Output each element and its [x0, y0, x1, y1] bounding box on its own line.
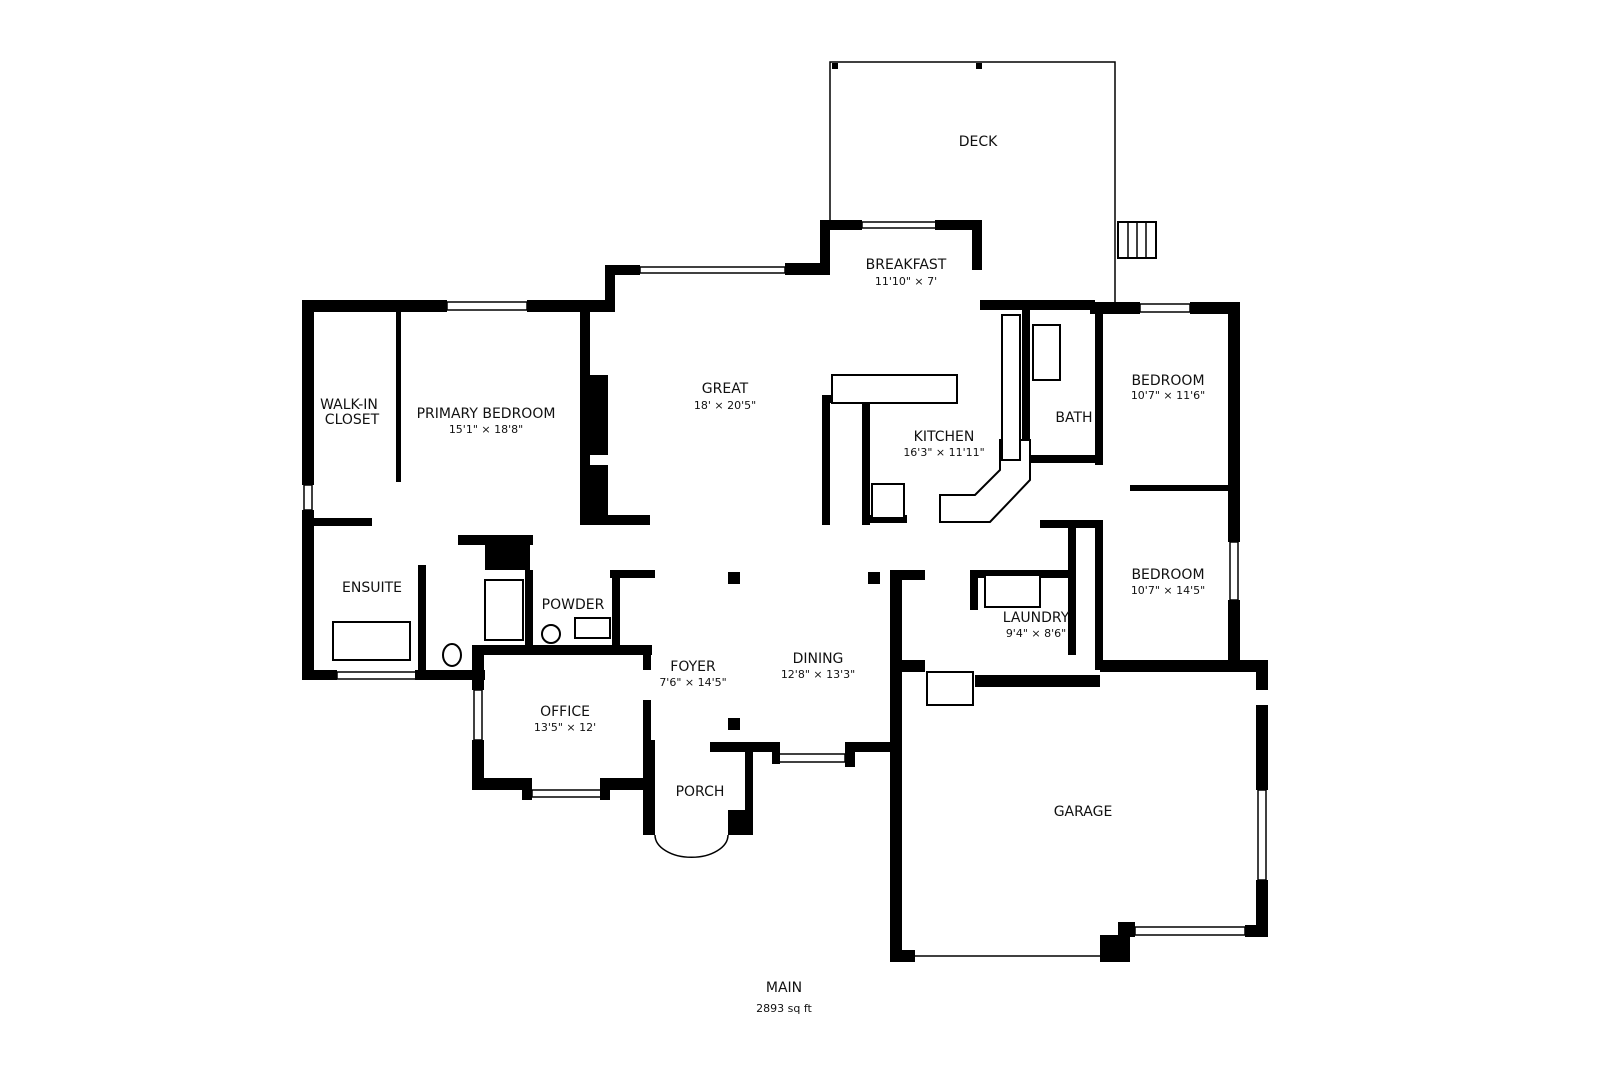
label-primary-bedroom: PRIMARY BEDROOM — [417, 406, 556, 422]
shower — [484, 579, 524, 641]
dims-kitchen: 16'3" × 11'11" — [903, 446, 984, 459]
label-bath: BATH — [1055, 410, 1092, 426]
label-office: OFFICE — [540, 704, 590, 720]
deck-outline — [829, 61, 1157, 302]
dims-bedroom-2: 10'7" × 14'5" — [1131, 584, 1205, 597]
label-walkin-2: CLOSET — [325, 412, 380, 428]
dims-laundry: 9'4" × 8'6" — [1006, 627, 1066, 640]
label-breakfast: BREAKFAST — [866, 257, 947, 273]
label-ensuite: ENSUITE — [342, 580, 402, 596]
label-powder: POWDER — [542, 597, 605, 613]
dims-bedroom-1: 10'7" × 11'6" — [1131, 389, 1205, 402]
dims-foyer: 7'6" × 14'5" — [659, 676, 726, 689]
dims-breakfast: 11'10" × 7' — [875, 275, 937, 288]
garage-steps — [926, 671, 974, 706]
bathtub — [332, 621, 411, 661]
dims-office: 13'5" × 12' — [534, 721, 596, 734]
room-labels: DECK BREAKFAST 11'10" × 7' GREAT 18' × 2… — [320, 134, 1205, 1015]
label-kitchen: KITCHEN — [914, 429, 975, 445]
floor-area: 2893 sq ft — [756, 1002, 812, 1015]
label-deck: DECK — [959, 134, 998, 150]
label-dining: DINING — [793, 651, 844, 667]
dims-primary-bedroom: 15'1" × 18'8" — [449, 423, 523, 436]
label-foyer: FOYER — [670, 659, 716, 675]
dims-dining: 12'8" × 13'3" — [781, 668, 855, 681]
dims-great: 18' × 20'5" — [694, 399, 756, 412]
label-great: GREAT — [702, 381, 749, 397]
label-laundry: LAUNDRY — [1003, 610, 1070, 626]
label-porch: PORCH — [676, 784, 725, 800]
label-garage: GARAGE — [1054, 804, 1113, 820]
label-bedroom-1: BEDROOM — [1131, 373, 1204, 389]
label-walkin-1: WALK-IN — [320, 397, 378, 413]
label-bedroom-2: BEDROOM — [1131, 567, 1204, 583]
walls — [302, 220, 1268, 962]
floor-name: MAIN — [766, 980, 802, 996]
